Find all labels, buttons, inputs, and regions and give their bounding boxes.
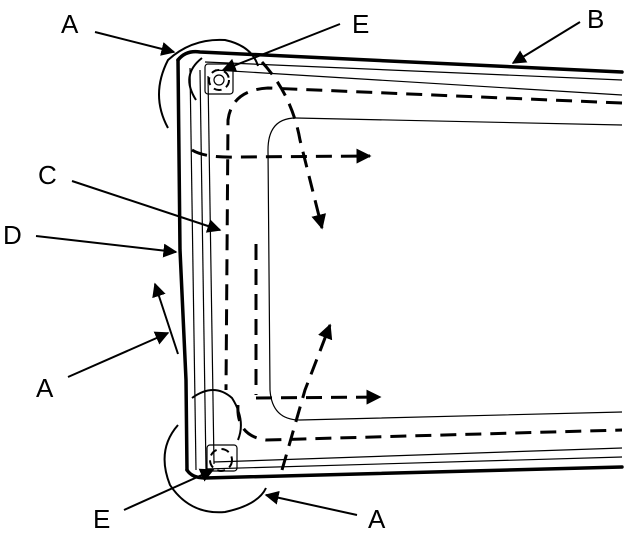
frame-inner-top-2 bbox=[214, 69, 623, 96]
flow-arrow-bottom-diagonal bbox=[280, 323, 333, 471]
frame-inner-left-2 bbox=[199, 69, 207, 471]
top-corner-inner-arc bbox=[188, 57, 203, 101]
label-e-top: E bbox=[352, 9, 369, 39]
top-corner-outer-arc bbox=[158, 38, 259, 129]
frame-inner-left-1 bbox=[189, 67, 197, 471]
leader-a-left-mid bbox=[67, 331, 170, 378]
drain-holes bbox=[204, 63, 238, 472]
flow-top-channel bbox=[224, 86, 623, 391]
water-flow-paths bbox=[191, 60, 623, 471]
top-drain-hole bbox=[208, 69, 230, 91]
bottom-corner-inner-arc bbox=[191, 389, 242, 441]
label-a-top-left: A bbox=[61, 9, 79, 39]
flow-arrow-top-diagonal bbox=[260, 60, 327, 230]
leader-c bbox=[71, 180, 222, 233]
leader-a-top-left bbox=[94, 31, 176, 56]
frame-left-edge bbox=[176, 58, 189, 472]
top-drain-hole-inner bbox=[213, 74, 225, 86]
frame-bottom-edge bbox=[185, 465, 624, 480]
leader-d bbox=[35, 235, 178, 258]
leader-lines bbox=[35, 21, 581, 516]
frame-inner-bottom-1 bbox=[205, 456, 623, 470]
label-a-bottom-right: A bbox=[368, 504, 386, 534]
leader-a-left-up bbox=[152, 282, 179, 355]
callout-labels: A E B C D A E A bbox=[3, 4, 604, 534]
glass-opening bbox=[267, 117, 623, 421]
frame-inner-top-1 bbox=[204, 61, 623, 81]
frame-outline bbox=[176, 49, 624, 480]
label-e-bottom: E bbox=[93, 504, 110, 534]
flow-bottom-channel bbox=[236, 404, 623, 442]
flow-arrow-bottom-horizontal bbox=[255, 389, 382, 405]
frame-top-edge bbox=[176, 49, 624, 74]
leader-a-bottom-right bbox=[264, 490, 358, 516]
leader-b bbox=[511, 21, 581, 64]
bottom-corner-outer-arc bbox=[163, 424, 267, 514]
flow-arrow-top-horizontal bbox=[191, 148, 372, 164]
top-drain-bracket bbox=[204, 63, 234, 95]
label-a-left-middle: A bbox=[36, 373, 54, 403]
frame-inner-bottom-2 bbox=[213, 447, 623, 463]
label-d: D bbox=[3, 220, 22, 250]
label-b: B bbox=[587, 4, 604, 34]
bottom-drain-hole bbox=[209, 448, 233, 472]
frame-inner-left-3 bbox=[207, 75, 215, 465]
leader-e-top bbox=[221, 23, 341, 72]
leader-e-bottom bbox=[123, 468, 215, 511]
label-c: C bbox=[38, 160, 57, 190]
corner-arcs bbox=[158, 38, 267, 514]
